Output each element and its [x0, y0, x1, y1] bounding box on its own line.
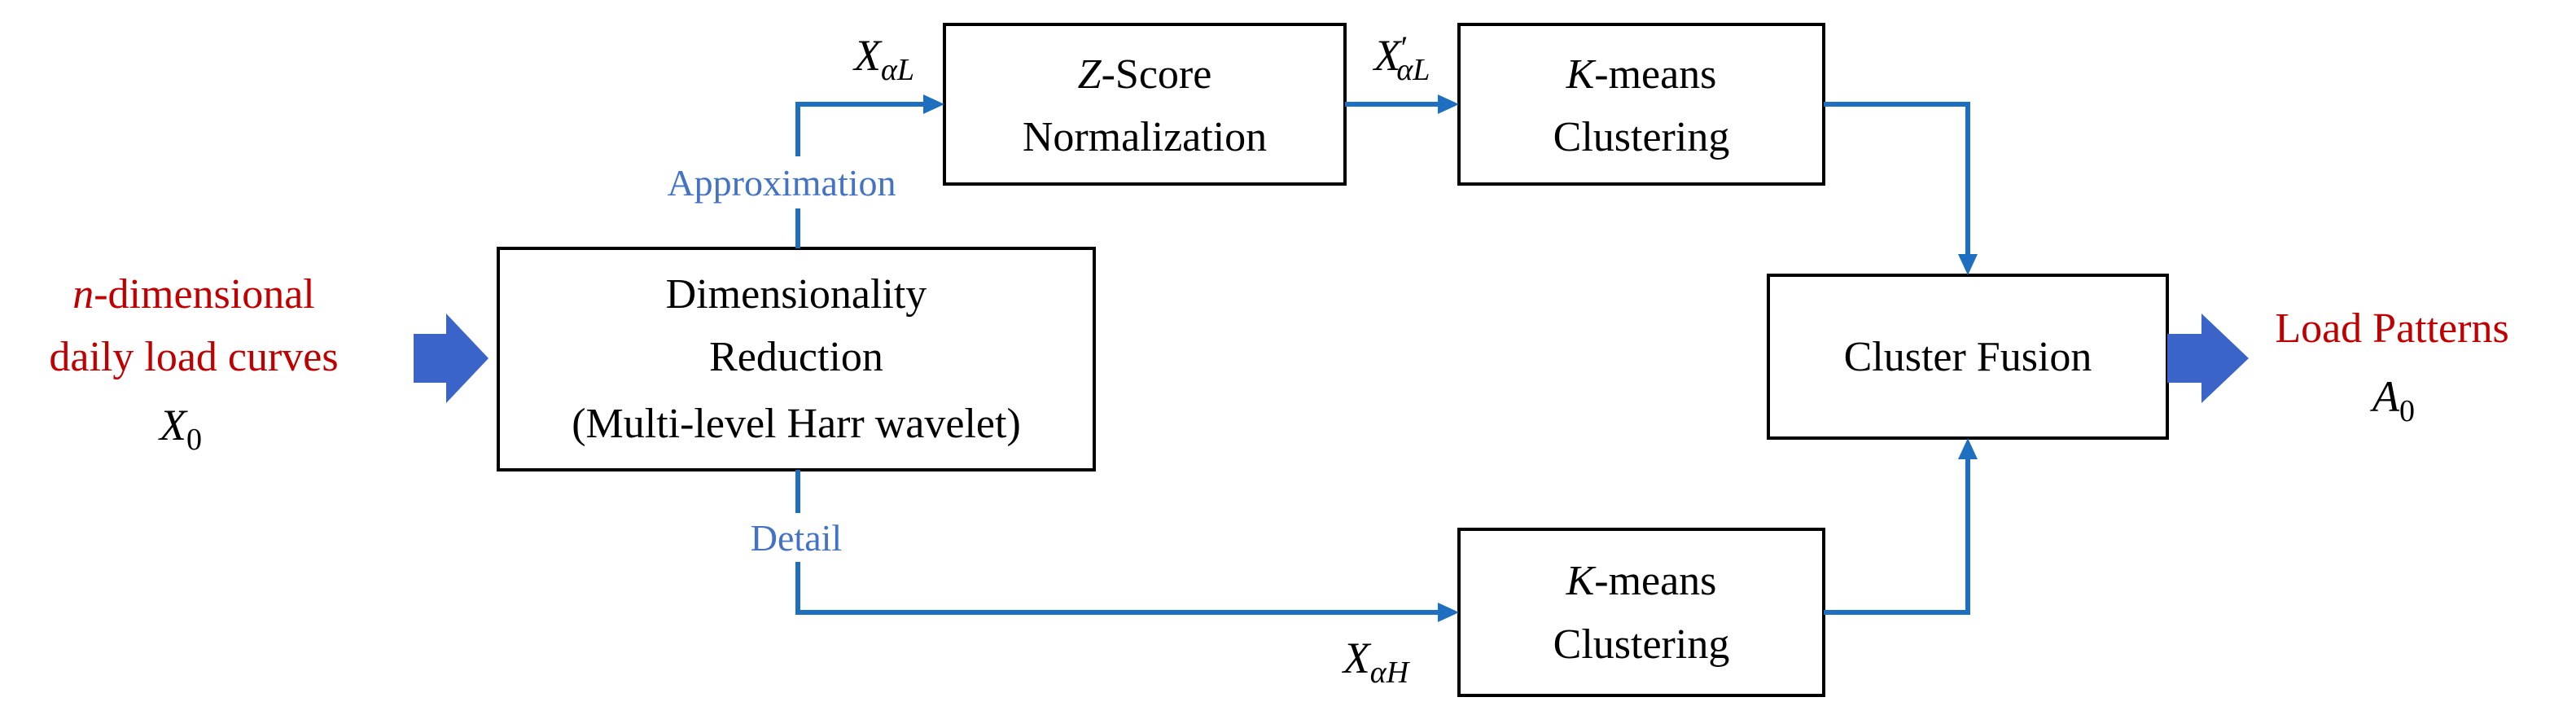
- reduction-line3: (Multi-level Harr wavelet): [572, 401, 1021, 447]
- zscore-line2: Normalization: [1023, 114, 1267, 160]
- x-alpha-h-sub: αH: [1370, 656, 1411, 690]
- x-alpha-l-symbol: XαL: [852, 31, 914, 87]
- input-arrow-icon: [414, 314, 488, 403]
- output-symbol-base: A: [2370, 372, 2400, 421]
- detail-arrowhead-icon: [1438, 603, 1459, 622]
- zscore-line1: Z-Score: [1078, 51, 1212, 98]
- input-label-line2: daily load curves: [49, 334, 338, 380]
- fusion-label: Cluster Fusion: [1844, 334, 2092, 380]
- zscore-line1-rest: -Score: [1102, 51, 1212, 98]
- output-symbol-sub: 0: [2399, 394, 2415, 428]
- kmeans-bottom-var: K: [1566, 558, 1597, 604]
- x-alpha-l-prime-base: X: [1373, 31, 1403, 80]
- kmeans-top-to-fusion-arrowhead-icon: [1958, 254, 1978, 275]
- detail-label-bg: [739, 513, 853, 562]
- x-alpha-h-symbol: XαH: [1342, 634, 1411, 690]
- output-arrow-icon: [2167, 314, 2249, 403]
- kmeans-bottom-line1-rest: -means: [1594, 558, 1716, 604]
- output-symbol: A0: [2370, 372, 2415, 428]
- zscore-var: Z: [1078, 51, 1102, 98]
- x-alpha-h-base: X: [1342, 634, 1372, 682]
- detail-connector: [795, 470, 1441, 615]
- fusion-box: [1767, 274, 2169, 440]
- reduction-box: [497, 247, 1096, 471]
- zscore-box: [943, 23, 1347, 186]
- x-alpha-l-prime-symbol: X′αL: [1373, 29, 1430, 87]
- zscore-to-kmeans-arrowhead-icon: [1438, 94, 1459, 114]
- kmeans-bottom-box: [1457, 528, 1825, 697]
- approximation-label-bg: [635, 156, 928, 208]
- kmeans-bottom-line1: K-means: [1566, 558, 1717, 604]
- kmeans-top-line1: K-means: [1566, 51, 1717, 98]
- input-var-n: n: [72, 271, 94, 318]
- reduction-line1: Dimensionality: [666, 271, 927, 318]
- kmeans-top-to-fusion-connector: [1824, 102, 1970, 257]
- kmeans-bottom-line2: Clustering: [1553, 621, 1730, 668]
- x-alpha-l-prime-sub: αL: [1396, 53, 1430, 87]
- kmeans-top-var: K: [1566, 51, 1597, 98]
- kmeans-bottom-to-fusion-arrowhead-icon: [1958, 438, 1978, 459]
- input-symbol: X0: [158, 401, 202, 457]
- approximation-label: Approximation: [667, 162, 896, 204]
- detail-label: Detail: [751, 517, 842, 559]
- x-alpha-l-sub: αL: [881, 53, 914, 87]
- input-line1-rest: -dimensional: [94, 271, 315, 318]
- kmeans-bottom-to-fusion-connector: [1824, 456, 1970, 615]
- input-symbol-base: X: [158, 401, 188, 450]
- approximation-arrowhead-icon: [923, 94, 944, 114]
- x-alpha-l-base: X: [852, 31, 883, 80]
- input-symbol-sub: 0: [186, 423, 202, 457]
- kmeans-top-line2: Clustering: [1553, 114, 1730, 160]
- x-alpha-l-prime-mark: ′: [1401, 29, 1408, 66]
- kmeans-top-box: [1457, 23, 1825, 186]
- kmeans-top-line1-rest: -means: [1594, 51, 1716, 98]
- input-label-line1: n-dimensional: [72, 271, 315, 318]
- output-label: Load Patterns: [2275, 305, 2508, 352]
- reduction-line2: Reduction: [709, 334, 883, 380]
